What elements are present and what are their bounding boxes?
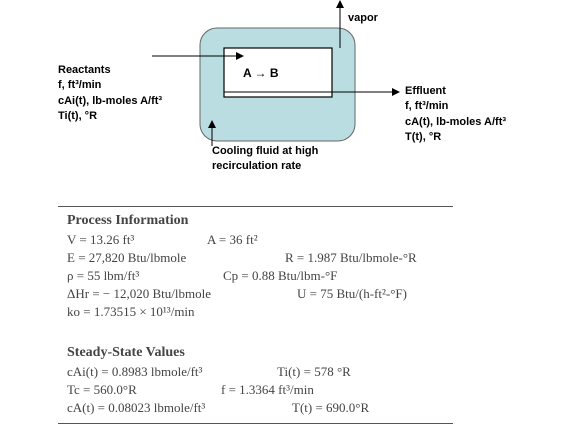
process-info-cell: V = 13.26 ft³: [67, 232, 135, 247]
process-info-cell: ΔHr = − 12,020 Btu/lbmole: [67, 286, 211, 301]
reactants-title: Reactants: [58, 64, 111, 76]
effluent-title: Effluent: [405, 85, 446, 97]
process-info-cell: R = 1.987 Btu/lbmole-°R: [285, 250, 417, 265]
effluent-flow: f, ft³/min: [405, 100, 449, 112]
reactant-inlet-arrowhead: [236, 52, 244, 60]
steady-state-cell: T(t) = 690.0°R: [292, 400, 370, 415]
steady-state-cell: cA(t) = 0.08023 lbmole/ft³: [67, 400, 206, 415]
steady-state-cell: Ti(t) = 578 °R: [277, 364, 351, 379]
cooling-line-1: Cooling fluid at high: [212, 145, 319, 157]
vapor-label: vapor: [348, 12, 378, 24]
vapor-arrowhead: [336, 0, 344, 8]
steady-state-cell: f = 1.3364 ft³/min: [221, 382, 314, 397]
cooling-line-2: recirculation rate: [212, 160, 302, 172]
effluent-temperature: T(t), °R: [405, 131, 442, 143]
process-info-table: Process Information V = 13.26 ft³ A = 36…: [58, 206, 453, 424]
effluent-concentration: cA(t), lb-moles A/ft³: [405, 116, 507, 128]
reactants-flow: f, ft³/min: [58, 79, 102, 91]
process-info-cell: Cp = 0.88 Btu/lbm-°F: [223, 268, 338, 283]
steady-state-title: Steady-State Values: [67, 345, 185, 360]
process-info-cell: U = 75 Btu/(h-ft²-°F): [297, 286, 407, 301]
steady-state-cell: cAi(t) = 0.8983 lbmole/ft³: [67, 364, 203, 379]
cooling-arrowhead: [208, 120, 216, 128]
process-info-cell: E = 27,820 Btu/lbmole: [67, 250, 187, 265]
reaction-label: A → B: [243, 66, 279, 80]
effluent-arrowhead: [392, 88, 400, 96]
reactants-temperature: Ti(t), °R: [58, 110, 98, 122]
reactants-concentration: cAi(t), lb-moles A/ft³: [58, 95, 163, 107]
process-info-cell: A = 36 ft²: [207, 232, 258, 247]
process-info-title: Process Information: [67, 213, 189, 228]
process-info-cell: ρ = 55 lbm/ft³: [67, 268, 140, 283]
process-info-cell: ko = 1.73515 × 10¹³/min: [67, 304, 195, 319]
steady-state-cell: Tc = 560.0°R: [67, 382, 137, 397]
